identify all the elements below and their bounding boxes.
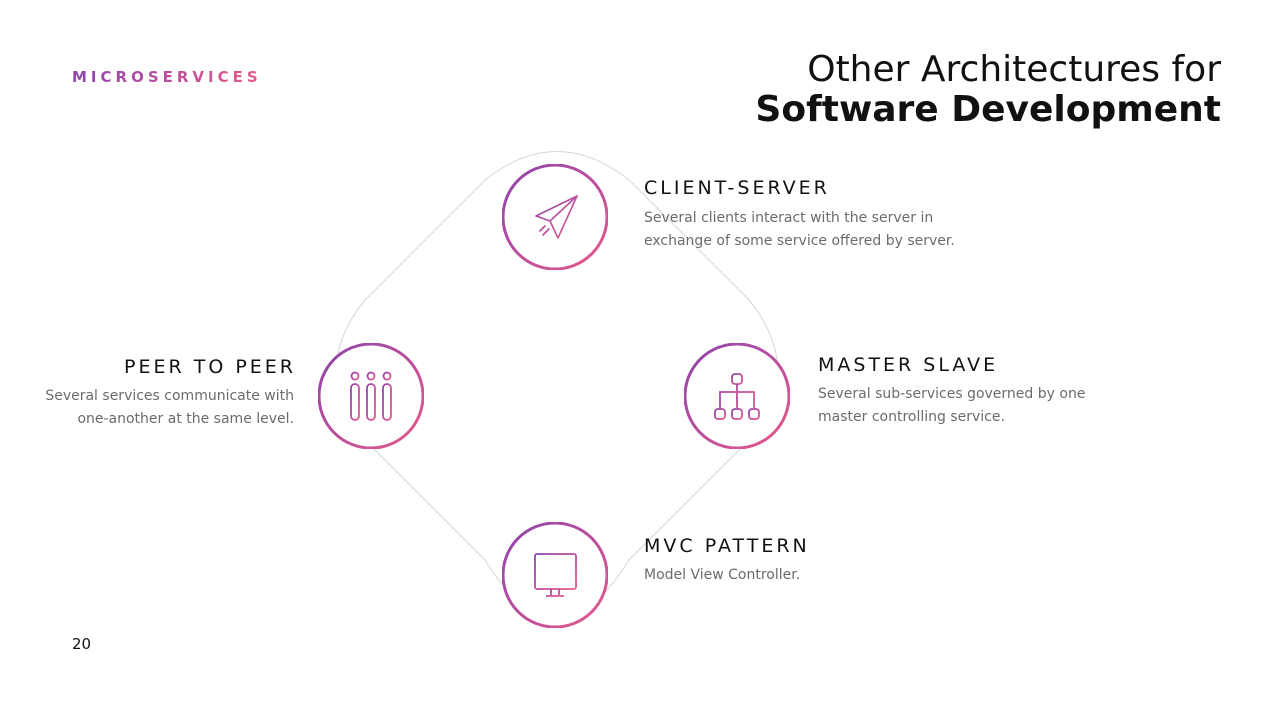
page-title: Other Architectures for Software Develop…	[755, 50, 1221, 130]
mvc-description: Model View Controller.	[644, 567, 801, 583]
peer-to-peer-title: PEER TO PEER	[124, 356, 296, 378]
page-title-line1: Other Architectures for	[807, 49, 1221, 90]
master-slave-title: MASTER SLAVE	[818, 354, 999, 376]
page-number: 20	[72, 635, 92, 653]
monitor-icon	[502, 522, 608, 628]
hierarchy-icon	[684, 343, 790, 449]
client-server-description: Several clients interact with the server…	[644, 210, 955, 249]
peer-to-peer-description: Several services communicate with one-an…	[45, 388, 294, 427]
master-slave-node	[684, 343, 790, 449]
peer-to-peer-node	[318, 343, 424, 449]
peer-columns-icon	[318, 343, 424, 449]
master-slave-description: Several sub-services governed by one mas…	[818, 386, 1086, 425]
page-title-line2: Software Development	[755, 89, 1221, 130]
paper-plane-icon	[502, 164, 608, 270]
client-server-title: CLIENT-SERVER	[644, 177, 830, 199]
client-server-node	[502, 164, 608, 270]
section-label: MICROSERVICES	[72, 68, 262, 86]
mvc-node	[502, 522, 608, 628]
mvc-title: MVC PATTERN	[644, 535, 810, 557]
